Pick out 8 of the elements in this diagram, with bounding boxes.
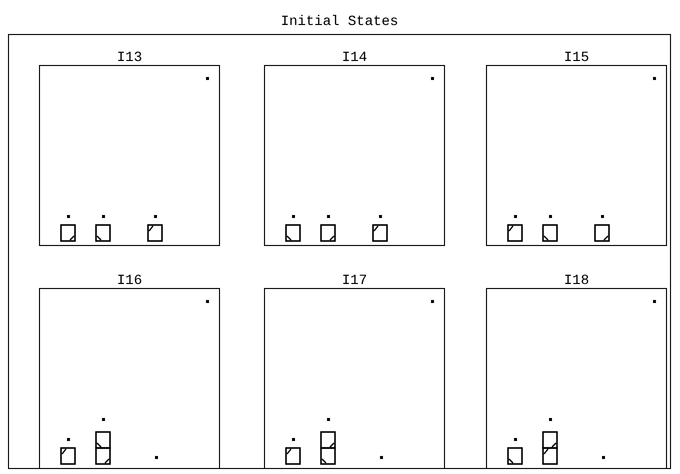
panel-heading: I17 [340,273,368,289]
panel-heading: I16 [116,273,144,289]
panel-heading: I18 [562,273,590,289]
panel-heading: I15 [562,50,590,66]
panel-heading: I13 [116,50,144,66]
panel-heading: I14 [340,50,368,66]
outer-frame [8,34,671,469]
frame-heading: Initial States [280,14,400,30]
